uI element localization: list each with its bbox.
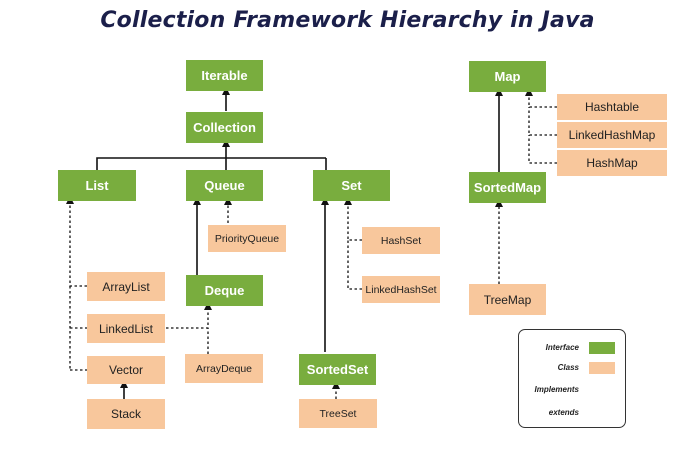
edge-linkedhashmap-map <box>528 107 557 136</box>
node-priorityqueue: PriorityQueue <box>208 225 286 252</box>
edge-arraylist-list <box>66 196 87 287</box>
node-linkedlist: LinkedList <box>87 314 165 343</box>
edge-linkedhashset-set <box>347 240 362 290</box>
node-collection: Collection <box>186 112 263 143</box>
legend: Interface Class Implements extends <box>518 329 626 428</box>
node-iterable: Iterable <box>186 60 263 91</box>
node-arraylist: ArrayList <box>87 272 165 301</box>
edge-hashtable-map <box>525 88 557 108</box>
node-linkedhashset: LinkedHashSet <box>362 276 440 303</box>
node-queue: Queue <box>186 170 263 201</box>
node-set: Set <box>313 170 390 201</box>
node-list: List <box>58 170 136 201</box>
node-sortedset: SortedSet <box>299 354 376 385</box>
node-sortedmap: SortedMap <box>469 172 546 203</box>
legend-class-swatch <box>589 362 615 374</box>
node-linkedhashmap: LinkedHashMap <box>557 122 667 148</box>
legend-class-label: Class <box>557 363 579 372</box>
legend-implements-label: Implements <box>534 385 579 394</box>
node-arraydeque: ArrayDeque <box>185 354 263 383</box>
edge-bus-subinterfaces <box>96 157 326 170</box>
node-map: Map <box>469 61 546 92</box>
node-stack: Stack <box>87 399 165 429</box>
legend-extends-label: extends <box>548 408 579 417</box>
node-hashset: HashSet <box>362 227 440 254</box>
edge-linkedlist-deque <box>166 302 212 329</box>
node-vector: Vector <box>87 356 165 384</box>
node-hashtable: Hashtable <box>557 94 667 120</box>
edge-hashmap-map <box>528 135 557 164</box>
node-hashmap: HashMap <box>557 150 667 176</box>
legend-interface-swatch <box>589 342 615 354</box>
node-treeset: TreeSet <box>299 399 377 428</box>
node-deque: Deque <box>186 275 263 306</box>
node-treemap: TreeMap <box>469 284 546 315</box>
diagram-title: Collection Framework Hierarchy in Java <box>100 8 595 33</box>
legend-interface-label: Interface <box>545 343 579 352</box>
edge-hashset-set <box>344 197 362 241</box>
